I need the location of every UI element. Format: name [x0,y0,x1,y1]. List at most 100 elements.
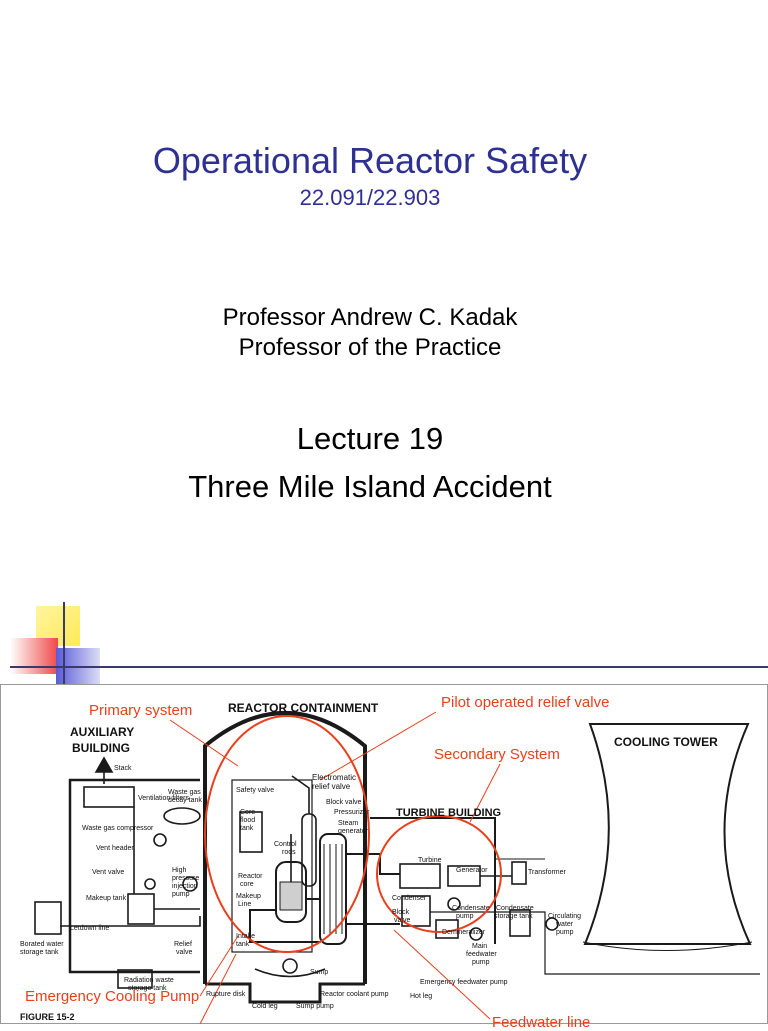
author-title: Professor of the Practice [238,334,502,361]
label-electromatic-1: Electromatic [312,773,356,782]
auxiliary-building-outline [68,778,200,974]
containment-base [205,982,365,1004]
secondary-system-leader [469,763,501,823]
lecture-number: Lecture 19 [296,421,444,456]
label-block-valve: Block valve [326,799,362,806]
label-turbine-building: TURBINE BUILDING [396,807,501,819]
lecture-topic: Three Mile Island Accident [188,469,552,504]
label-hp-1: High [172,867,187,874]
label-circ-pump-2: water [555,921,574,928]
label-sump: Sump [310,969,328,976]
label-block-valve2-1: Block [392,909,410,916]
label-cold-leg: Cold leg [252,1003,278,1010]
label-makeup-line-2: Line [238,901,251,908]
condensate-storage-tank [509,909,531,937]
label-figure: FIGURE 15-2 [20,1012,75,1022]
containment-inner-frame [231,779,313,953]
annotation-pilot-valve: Pilot operated relief valve [441,694,610,711]
author-name: Professor Andrew C. Kadak [222,304,518,331]
cold-leg-pipe [249,909,320,943]
label-main-feed-1: Main [472,943,487,950]
vent-valve-icon [144,878,156,890]
condenser [401,895,431,927]
label-core-flood-1: Core [240,809,255,816]
label-cooling-tower: COOLING TOWER [614,735,718,749]
label-radwaste-2: storage tank [128,985,167,992]
label-turbine: Turbine [418,857,442,864]
deco-vertical-rule [63,602,65,684]
label-rupture-disk: Rupture disk [206,991,246,998]
label-reactor-coolant-pump: Reactor coolant pump [320,991,389,998]
high-pressure-injection-pump-icon [182,876,198,892]
ventilation-filters-box [83,786,135,808]
label-control-rods-2: rods [282,849,296,856]
label-steam-2: generator [338,828,369,835]
waste-gas-compressor-icon [153,833,167,847]
main-feedwater-pump-icon [469,927,483,941]
label-intake-2: tank [236,941,250,948]
turbine-building-outline [370,817,496,944]
containment-dome [203,711,367,984]
label-electromatic-2: relief valve [312,782,351,791]
label-condensate-tank-2: storage tank [494,913,533,920]
label-condensate-pump-1: Condensate [452,905,490,912]
label-core-flood-3: tank [240,825,254,832]
label-reactor-core-2: core [240,881,254,888]
label-reactor-containment: REACTOR CONTAINMENT [228,701,379,715]
feedwater-line-leader [393,929,491,1020]
label-condensate-tank-1: Condensate [496,905,534,912]
primary-system-leader [169,719,239,767]
stack-arrow-icon [94,756,114,773]
primary-system-circle [204,715,370,953]
sump [254,968,326,978]
cooling-tower [583,723,752,945]
label-vent-header: Vent header [96,845,134,852]
label-makeup-line-1: Makeup [236,893,261,900]
label-letdown-line: Letdown line [70,925,109,932]
tmi-schematic-diagram: REACTOR CONTAINMENT AUXILIARY BUILDING C… [0,684,768,1031]
letdown-line-pipe [60,916,201,927]
label-safety-valve: Safety valve [236,787,274,794]
tmi-schematic-svg: REACTOR CONTAINMENT AUXILIARY BUILDING C… [0,684,768,1025]
label-circ-pump-1: Circulating [548,913,581,920]
slide-title: Operational Reactor Safety [152,140,588,181]
deco-red-square [10,638,58,674]
label-circ-pump-3: pump [556,929,574,936]
relief-valve-line [291,775,310,814]
annotation-emergency-pump: Emergency Cooling Pump [25,988,200,1005]
label-relief-2: valve [176,949,192,956]
circulating-water-pump-icon [545,917,559,931]
label-condensate-pump-2: pump [456,913,474,920]
main-steam-line [346,853,400,875]
label-borated-water-1: Borated water [20,941,64,948]
label-waste-gas-1: Waste gas [168,789,201,796]
emergency-pump-leader-2 [199,953,237,1025]
circulating-water-line [430,911,760,975]
label-hot-leg: Hot leg [410,993,432,1000]
label-hp-4: pump [172,891,190,898]
annotation-secondary-system: Secondary System [434,746,560,763]
label-main-feed-2: feedwater [466,951,497,958]
borated-water-tank [34,901,62,935]
label-waste-gas-compressor: Waste gas compressor [82,825,154,832]
emergency-pump-leader [199,935,239,997]
label-core-flood-2: flood [240,817,255,824]
course-number: 22.091/22.903 [299,185,441,210]
waste-gas-decay-tank [163,807,201,825]
label-main-feed-3: pump [472,959,490,966]
label-reactor-core-1: Reactor [238,873,263,880]
label-radwaste-1: Radiation waste [124,977,174,984]
label-ventilation-filters: Ventilation filters [138,795,189,802]
label-control-rods-1: Control [274,841,297,848]
label-pressurizer: Pressurizer [334,809,370,816]
label-sump-pump: Sump pump [296,1003,334,1010]
secondary-system-circle [376,815,502,933]
label-steam-1: Steam [338,820,358,827]
label-building: BUILDING [72,741,130,755]
makeup-tank [127,893,155,925]
core-flood-tank [239,811,263,853]
annotation-primary-system: Primary system [89,702,193,719]
label-hp-3: injection [172,883,198,890]
annotation-feedwater-line: Feedwater line [492,1014,591,1031]
label-block-valve2-2: valve [394,917,410,924]
